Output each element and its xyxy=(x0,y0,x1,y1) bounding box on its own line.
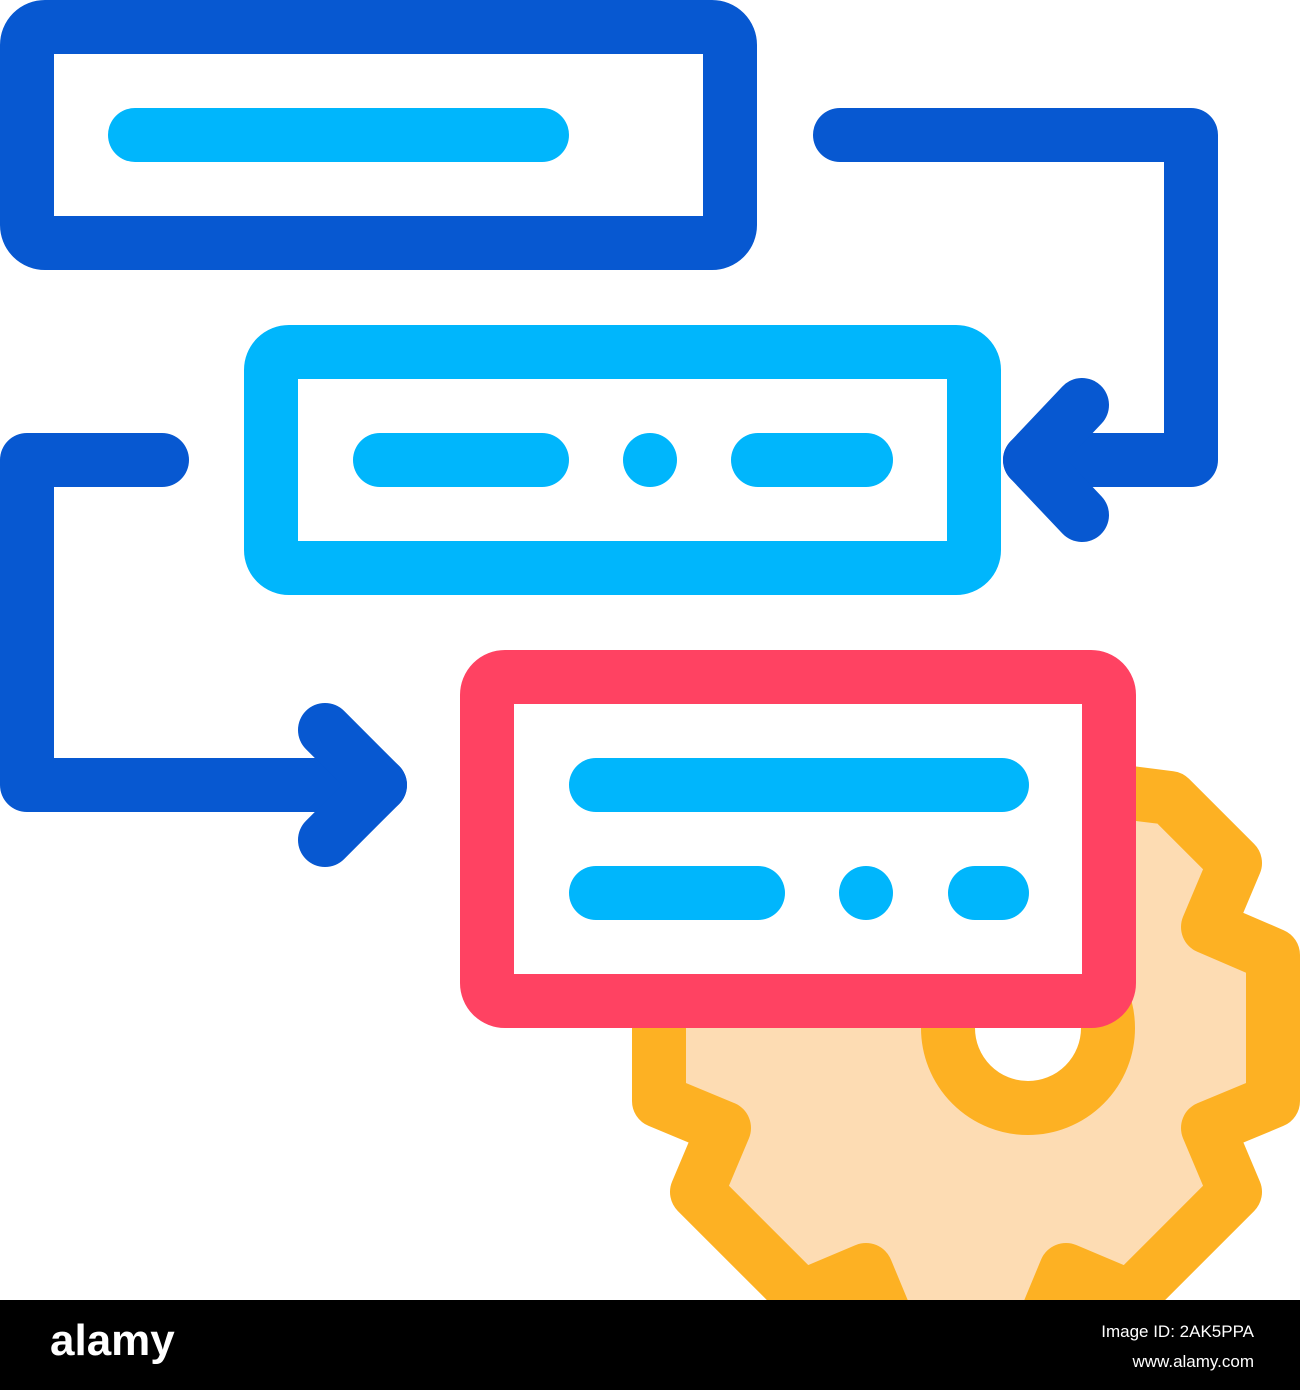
image-id-label: Image ID: 2AK5PPA xyxy=(1101,1322,1254,1341)
middle-box-dot xyxy=(623,433,677,487)
top-block xyxy=(0,0,757,270)
bottom-block xyxy=(460,650,1136,1028)
arrow-left-icon xyxy=(1003,378,1109,542)
connector-line-2 xyxy=(0,433,407,812)
connector-middle-to-bottom xyxy=(0,433,407,867)
bottom-box-dot xyxy=(839,866,893,920)
arrow-right-icon xyxy=(298,703,407,867)
middle-block xyxy=(244,325,1001,595)
watermark-footer: alamy Image ID: 2AK5PPA www.alamy.com xyxy=(0,1300,1300,1390)
middle-box-frame xyxy=(244,325,1001,595)
workflow-process-gear-icon xyxy=(0,0,1300,1300)
site-url: www.alamy.com xyxy=(1132,1352,1254,1371)
bottom-box-frame xyxy=(460,650,1136,1028)
brand-logo: alamy xyxy=(50,1316,175,1365)
connector-top-to-middle xyxy=(813,108,1218,542)
connector-line-1 xyxy=(813,108,1218,487)
